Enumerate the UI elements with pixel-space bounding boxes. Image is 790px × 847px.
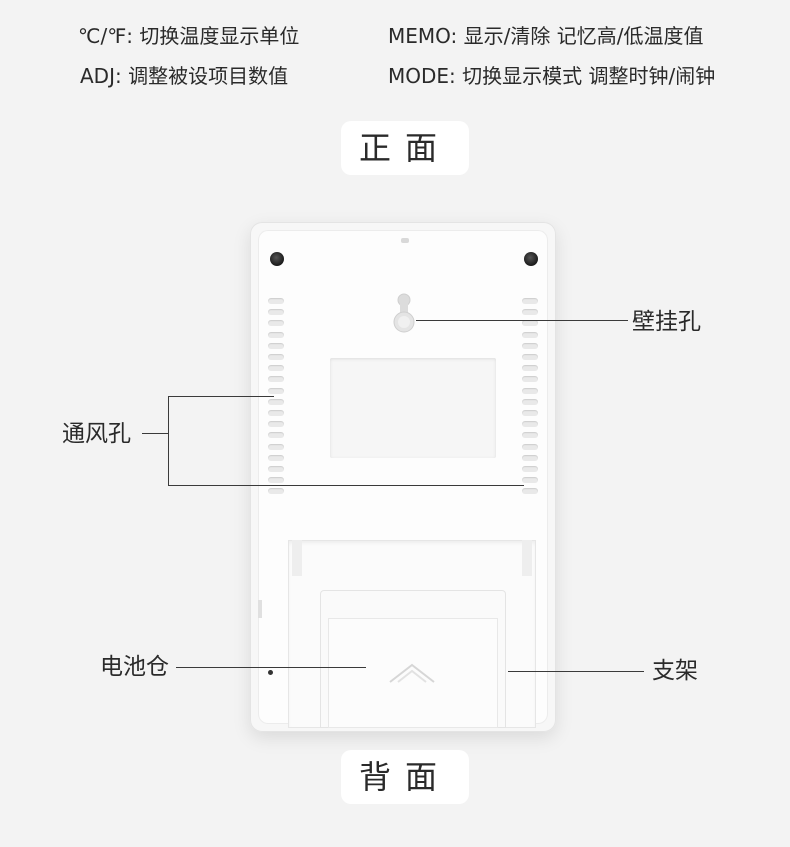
vent-slot bbox=[268, 309, 284, 316]
device-back bbox=[250, 222, 556, 732]
wall-hook-hole bbox=[393, 293, 415, 333]
vent-slot bbox=[268, 398, 284, 405]
vent-slot bbox=[268, 410, 284, 416]
vent-slot bbox=[268, 432, 284, 439]
vent-slot bbox=[268, 488, 284, 495]
vent-slot bbox=[522, 477, 538, 484]
vent-slot bbox=[522, 342, 538, 349]
vent-slot bbox=[522, 398, 538, 405]
callout-vents: 通风孔 bbox=[62, 421, 131, 447]
legend-mode: MODE: 切换显示模式 调整时钟/闹钟 bbox=[388, 64, 715, 88]
reset-hole bbox=[268, 670, 273, 675]
screw-left bbox=[270, 252, 284, 266]
battery-cover bbox=[320, 590, 506, 728]
vent-slot bbox=[268, 466, 284, 472]
vent-slot bbox=[268, 354, 284, 360]
legend-key: MEMO: bbox=[388, 24, 458, 48]
front-view-label: 正面 bbox=[341, 121, 469, 175]
legend-key: ℃/℉: bbox=[78, 24, 133, 48]
vent-slot bbox=[268, 421, 284, 428]
leader-battery bbox=[176, 667, 366, 668]
legend-key: ADJ: bbox=[80, 64, 122, 88]
vent-slot bbox=[522, 421, 538, 428]
legend-desc: 切换温度显示单位 bbox=[139, 24, 300, 48]
legend-desc: 切换显示模式 调整时钟/闹钟 bbox=[462, 64, 716, 88]
vent-slot bbox=[522, 466, 538, 472]
vent-slot bbox=[522, 331, 538, 338]
vent-slot bbox=[522, 432, 538, 439]
vent-slot bbox=[522, 387, 538, 394]
arrow-up-icon bbox=[389, 663, 435, 683]
vent-slot bbox=[522, 443, 538, 450]
leader-vents-bottom bbox=[168, 485, 524, 486]
side-latch bbox=[258, 600, 262, 618]
vent-slot bbox=[522, 410, 538, 416]
vent-slot bbox=[268, 365, 284, 372]
legend-temp-unit: ℃/℉: 切换温度显示单位 bbox=[78, 24, 299, 48]
vent-slot bbox=[268, 477, 284, 484]
device-back-panel bbox=[258, 230, 548, 728]
vent-slot bbox=[522, 365, 538, 372]
vent-slot bbox=[522, 488, 538, 495]
vent-slot bbox=[268, 454, 284, 461]
legend-desc: 调整被设项目数值 bbox=[128, 64, 289, 88]
vent-slot bbox=[268, 387, 284, 394]
legend-desc: 显示/清除 记忆高/低温度值 bbox=[463, 24, 704, 48]
vent-slot bbox=[268, 320, 284, 327]
vent-slot bbox=[268, 376, 284, 383]
callout-stand: 支架 bbox=[652, 658, 698, 684]
legend-key: MODE: bbox=[388, 64, 456, 88]
battery-cover-panel bbox=[328, 618, 498, 728]
legend-adj: ADJ: 调整被设项目数值 bbox=[80, 64, 288, 88]
vent-slot bbox=[522, 354, 538, 360]
vent-slot bbox=[522, 376, 538, 383]
screw-right bbox=[524, 252, 538, 266]
stand-hinge-left bbox=[292, 540, 302, 576]
legend-memo: MEMO: 显示/清除 记忆高/低温度值 bbox=[388, 24, 703, 48]
vent-slot bbox=[522, 454, 538, 461]
vent-slot bbox=[522, 320, 538, 327]
vent-slot bbox=[268, 331, 284, 338]
vent-slot bbox=[522, 309, 538, 316]
callout-wall-hook: 壁挂孔 bbox=[632, 309, 701, 335]
leader-vents-top bbox=[168, 396, 274, 397]
leader-vents-label bbox=[142, 433, 168, 434]
stand-hinge-right bbox=[522, 540, 532, 576]
vent-slot bbox=[268, 443, 284, 450]
top-notch bbox=[401, 238, 409, 243]
vent-slot bbox=[268, 298, 284, 304]
leader-vents-bracket bbox=[168, 396, 169, 485]
vent-slot bbox=[522, 298, 538, 304]
leader-stand bbox=[508, 671, 644, 672]
label-recess bbox=[330, 358, 496, 458]
vent-slot bbox=[268, 342, 284, 349]
leader-wall-hook bbox=[416, 320, 628, 321]
back-view-label: 背面 bbox=[341, 750, 469, 804]
callout-battery: 电池仓 bbox=[100, 654, 169, 680]
